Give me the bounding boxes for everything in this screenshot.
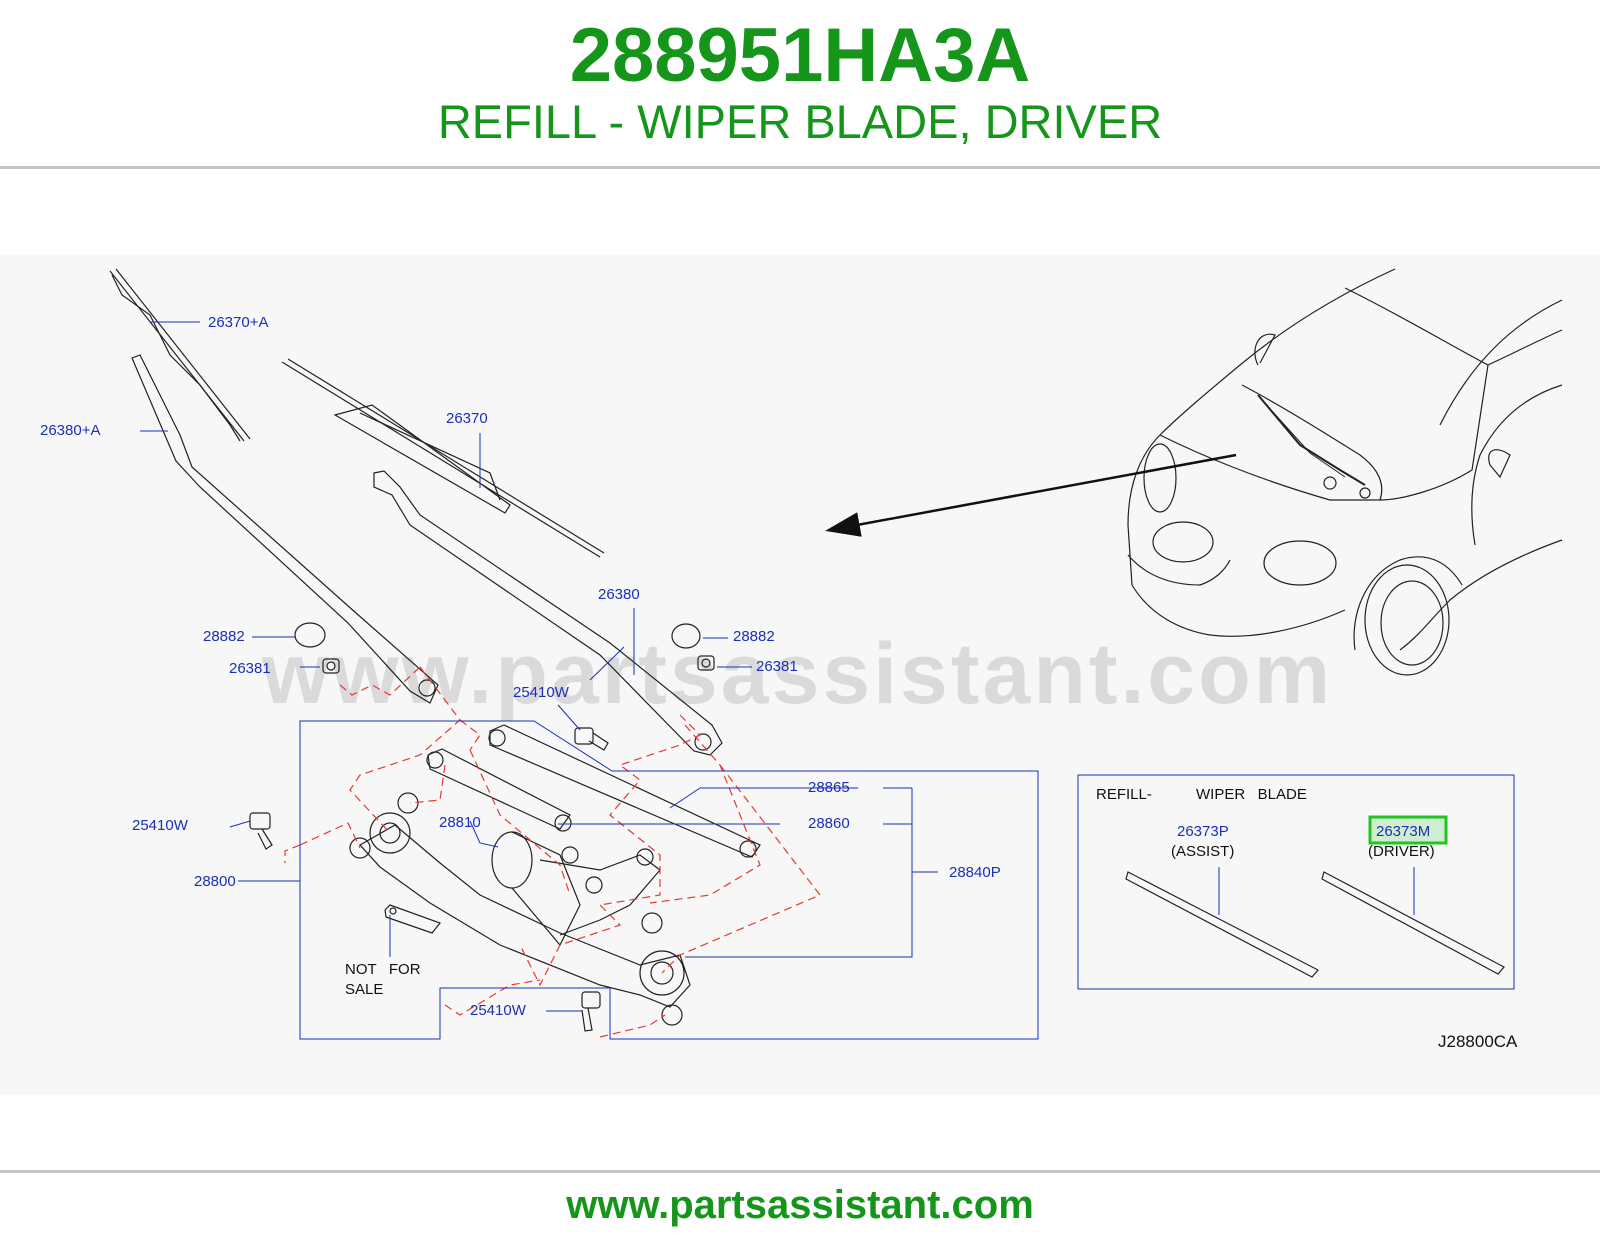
assembly-dashed-lines [284, 666, 821, 1038]
label-28865: 28865 [808, 779, 850, 796]
diagram-canvas: www.partsassistant.com [40, 268, 1563, 1051]
label-25410w-left: 25410W [132, 817, 189, 834]
callout-labels: 26370+A 26380+A 26370 26380 28882 28882 … [40, 314, 1001, 1019]
refill-title-left: REFILL- [1096, 786, 1152, 803]
cap-28882-right [671, 623, 701, 649]
refill-inset-box: REFILL- WIPER BLADE 26373P (ASSIST) 2637… [1077, 774, 1515, 990]
top-divider [0, 166, 1600, 169]
nut-26381-left [322, 658, 340, 674]
bottom-divider [0, 1170, 1600, 1173]
refill-assist-part: 26373P [1177, 823, 1229, 840]
bolt-25410w-top [574, 727, 609, 751]
label-25410w-bottom: 25410W [470, 1002, 527, 1019]
watermark: www.partsassistant.com [261, 626, 1333, 722]
wiper-blade-left [109, 268, 251, 442]
refill-driver-label: (DRIVER) [1368, 843, 1435, 860]
label-26370a: 26370+A [208, 314, 268, 331]
linkage-assembly [349, 724, 761, 1026]
label-28800: 28800 [194, 873, 236, 890]
diagram-code: J28800CA [1438, 1032, 1518, 1051]
part-number: 288951HA3A [569, 13, 1031, 98]
refill-title-right: WIPER BLADE [1196, 786, 1307, 803]
label-26380a: 26380+A [40, 422, 100, 439]
part-description: REFILL - WIPER BLADE, DRIVER [437, 95, 1163, 148]
bolt-25410w-left [249, 812, 273, 850]
direction-arrow [825, 453, 1237, 537]
label-25410w-top: 25410W [513, 684, 570, 701]
parts-diagram: www.partsassistant.com [0, 255, 1600, 1095]
leader-lines [140, 321, 1039, 1040]
refill-driver-part: 26373M [1376, 823, 1430, 840]
wiper-blade-right [281, 358, 605, 558]
label-28860: 28860 [808, 815, 850, 832]
footer-website-link[interactable]: www.partsassistant.com [566, 1183, 1034, 1227]
car-illustration [1127, 268, 1563, 676]
label-26381-right: 26381 [756, 658, 798, 675]
label-28840p: 28840P [949, 864, 1001, 881]
highlight-box [1368, 815, 1448, 845]
label-28810: 28810 [439, 814, 481, 831]
bolt-25410w-bottom [581, 991, 601, 1032]
nut-26381-right [697, 655, 715, 671]
label-28882-left: 28882 [203, 628, 245, 645]
refill-assist-label: (ASSIST) [1171, 843, 1234, 860]
not-for-sale-line2: SALE [345, 981, 383, 998]
wiper-arm-left [131, 354, 439, 704]
label-26381-left: 26381 [229, 660, 271, 677]
label-26380: 26380 [598, 586, 640, 603]
cap-28882-left [294, 622, 326, 648]
not-for-sale-line1: NOT FOR [345, 961, 421, 978]
label-28882-right: 28882 [733, 628, 775, 645]
refill-blade-driver [1321, 871, 1505, 975]
refill-blade-assist [1125, 871, 1319, 978]
wiper-arm-right [373, 470, 723, 756]
header: 288951HA3A REFILL - WIPER BLADE, DRIVER [0, 0, 1600, 168]
label-26370: 26370 [446, 410, 488, 427]
